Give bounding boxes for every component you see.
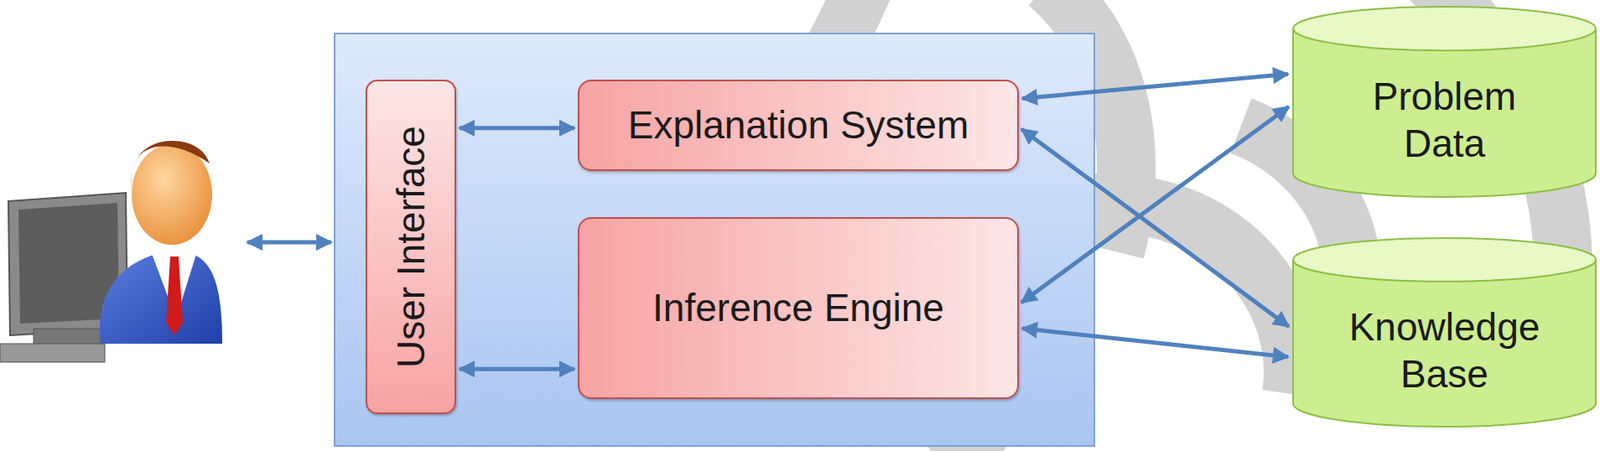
node-label: Problem Data xyxy=(1331,36,1559,167)
process-box: Inference Engine xyxy=(577,217,1019,400)
user-link-arrow xyxy=(247,240,332,245)
process-box: Explanation System xyxy=(577,79,1019,172)
double-arrow xyxy=(459,367,575,372)
double-arrow xyxy=(1022,328,1289,358)
user-icon xyxy=(0,140,223,363)
double-arrow xyxy=(459,125,575,130)
node-label: Knowledge Base xyxy=(1331,267,1559,397)
interface-box: User Interface xyxy=(365,79,457,415)
node-label: Explanation System xyxy=(628,102,970,149)
database-cylinder: Knowledge Base xyxy=(1291,236,1598,429)
double-arrow xyxy=(1021,129,1289,327)
node-label: Inference Engine xyxy=(652,285,945,332)
system-container xyxy=(334,33,1095,447)
double-arrow xyxy=(1021,106,1289,302)
double-arrow xyxy=(1022,73,1289,99)
database-cylinder: Problem Data xyxy=(1291,5,1598,199)
node-label: User Interface xyxy=(387,125,434,369)
